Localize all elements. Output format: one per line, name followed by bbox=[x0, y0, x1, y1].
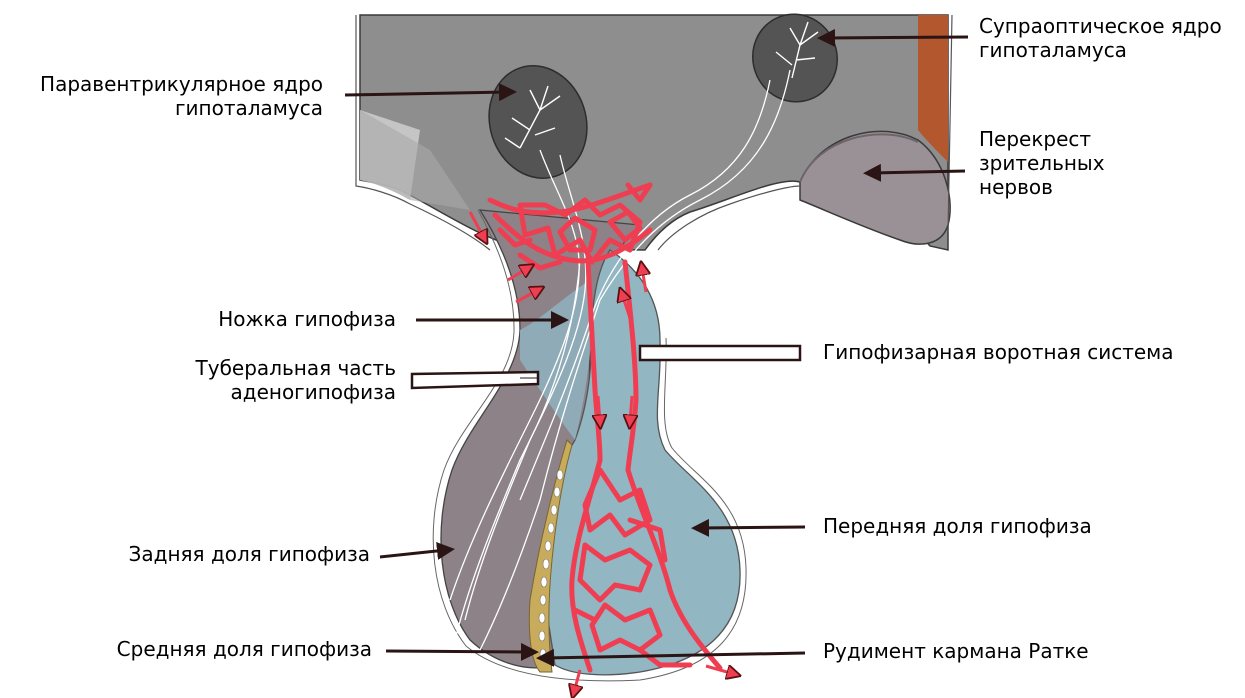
label-optic-chiasm: Перекрест зрительных нервов bbox=[979, 127, 1105, 199]
label-paraventricular-nucleus: Паравентрикулярное ядро гипоталамуса bbox=[40, 72, 323, 120]
label-supraoptic-nucleus: Супраоптическое ядро гипоталамуса bbox=[979, 14, 1222, 62]
label-line: аденогипофиза bbox=[196, 380, 396, 404]
label-line: Перекрест bbox=[979, 127, 1105, 151]
label-line: Супраоптическое ядро bbox=[979, 14, 1222, 38]
label-line: гипоталамуса bbox=[40, 96, 323, 120]
label-line: нервов bbox=[979, 175, 1105, 199]
label-line: Средняя доля гипофиза bbox=[117, 637, 372, 661]
label-pituitary-stalk: Ножка гипофиза bbox=[218, 307, 396, 331]
label-posterior-lobe: Задняя доля гипофиза bbox=[129, 542, 370, 566]
label-line: зрительных bbox=[979, 151, 1105, 175]
label-tuberal-part: Туберальная часть аденогипофиза bbox=[196, 356, 396, 404]
label-line: Паравентрикулярное ядро bbox=[40, 72, 323, 96]
label-line: гипоталамуса bbox=[979, 38, 1222, 62]
label-line: Туберальная часть bbox=[196, 356, 396, 380]
label-line: Ножка гипофиза bbox=[218, 307, 396, 331]
label-anterior-lobe: Передняя доля гипофиза bbox=[823, 514, 1092, 538]
label-line: Рудимент кармана Ратке bbox=[823, 639, 1089, 663]
label-line: Задняя доля гипофиза bbox=[129, 542, 370, 566]
label-intermediate-lobe: Средняя доля гипофиза bbox=[117, 637, 372, 661]
label-line: Гипофизарная воротная система bbox=[823, 340, 1174, 364]
label-line: Передняя доля гипофиза bbox=[823, 514, 1092, 538]
label-portal-system: Гипофизарная воротная система bbox=[823, 340, 1174, 364]
label-rathke-remnant: Рудимент кармана Ратке bbox=[823, 639, 1089, 663]
